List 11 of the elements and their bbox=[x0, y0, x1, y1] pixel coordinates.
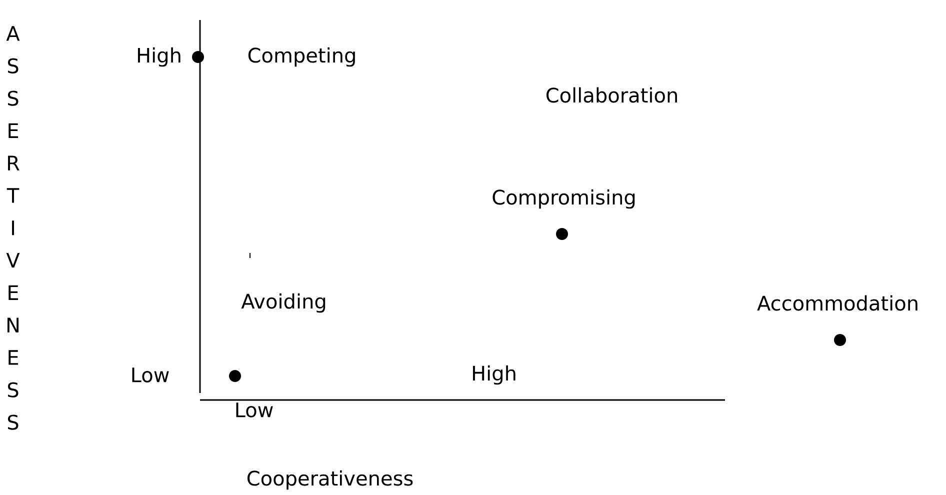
axis-tick-label: Low bbox=[236, 402, 273, 418]
axis-tick-label: High bbox=[473, 365, 516, 385]
quadrant-label: Accommodation bbox=[757, 295, 918, 311]
axis-title: Cooperativeness bbox=[248, 470, 413, 490]
quadrant-label: Collaboration bbox=[546, 87, 677, 103]
axis-title: A S S E R T I V E N E S S bbox=[6, 26, 20, 430]
quadrant-label: Competing bbox=[248, 47, 355, 67]
axis-tick-label: Low bbox=[132, 368, 169, 382]
axis-tick-label: High bbox=[138, 47, 180, 67]
quadrant-label: Compromising bbox=[492, 189, 635, 209]
quadrant-label: Avoiding bbox=[241, 293, 326, 313]
